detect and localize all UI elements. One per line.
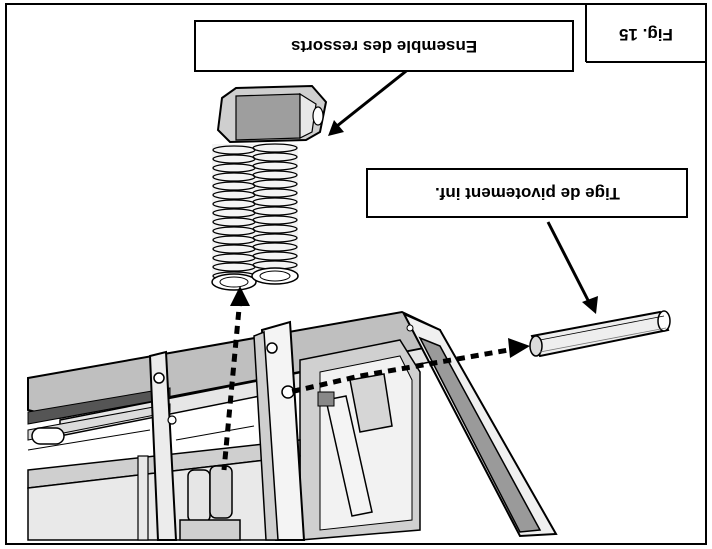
springs-leader-arrowhead (328, 120, 344, 136)
spring-coil-turn (252, 179, 298, 189)
spring-coil-turn (252, 170, 298, 180)
chassis-frame (27, 310, 558, 541)
spring-assembly (211, 84, 328, 291)
pin-callout-text: Tige de pivotement inf. (434, 184, 620, 203)
spring-coil-turn (252, 188, 298, 198)
pin-explode-line (289, 345, 521, 395)
spring-explode-arrowhead (230, 286, 250, 306)
springs-callout-text: Ensemble des ressorts (290, 37, 478, 56)
pin-explode-arrowhead (508, 338, 530, 358)
spring-coil-turn (252, 143, 298, 153)
spring-coil-turn (252, 233, 298, 243)
spring-coil-turn (252, 206, 298, 216)
leader-lines (331, 66, 594, 309)
pin-leader-line (546, 221, 594, 309)
spring-coil-turn (252, 251, 298, 261)
spring-coil-turn (252, 215, 298, 225)
spring-coil-turn (252, 197, 298, 207)
pin-leader-arrowhead (582, 296, 598, 314)
figure-frame (5, 3, 707, 545)
pin-callout-box: Tige de pivotement inf. (366, 168, 688, 218)
spring-coil-turn (252, 224, 298, 234)
springs-leader-line (331, 66, 411, 132)
spring-coil-turn (252, 152, 298, 162)
spring-coil-turn (252, 242, 298, 252)
springs-callout-box: Ensemble des ressorts (194, 20, 574, 72)
spring-explode-line (221, 297, 243, 471)
pivot-pin (529, 310, 671, 358)
explosion-lines (221, 297, 521, 471)
chassis-spring-seat (179, 465, 241, 541)
figure-number-label: Fig. 15 (619, 25, 673, 44)
spring-coil-turn (252, 161, 298, 171)
right-coil (252, 144, 298, 280)
figure-number-box: Fig. 15 (590, 8, 702, 60)
